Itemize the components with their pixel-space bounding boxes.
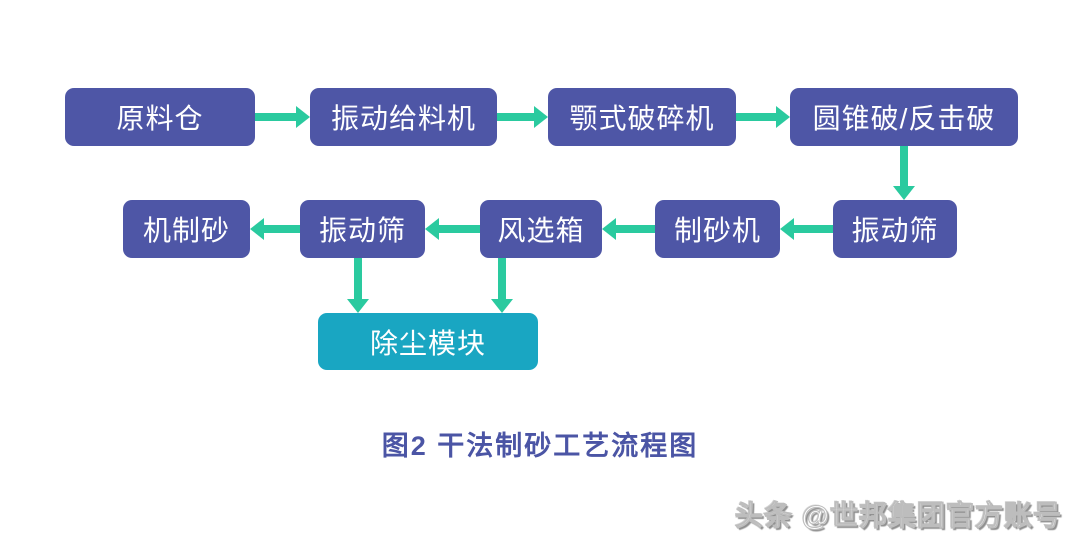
arrow-stem — [497, 113, 536, 121]
arrow-left-icon — [602, 218, 655, 240]
node-cone-impact-crusher: 圆锥破/反击破 — [790, 88, 1018, 146]
node-vibrating-screen-right: 振动筛 — [833, 200, 957, 258]
figure-caption: 图2 干法制砂工艺流程图 — [381, 431, 699, 461]
arrow-head — [780, 218, 794, 240]
node-vibrating-screen-left: 振动筛 — [300, 200, 425, 258]
arrow-stem — [614, 225, 655, 233]
arrow-stem — [498, 258, 506, 301]
arrow-head — [347, 299, 369, 313]
arrow-stem — [255, 113, 298, 121]
arrow-stem — [262, 225, 300, 233]
arrow-left-icon — [780, 218, 833, 240]
arrow-head — [602, 218, 616, 240]
arrow-left-icon — [425, 218, 480, 240]
arrow-down-icon — [893, 146, 915, 200]
node-dust-removal-module: 除尘模块 — [318, 313, 538, 370]
arrow-right-icon — [497, 106, 548, 128]
arrow-right-icon — [255, 106, 310, 128]
node-vibrating-feeder: 振动给料机 — [310, 88, 497, 146]
arrow-head — [534, 106, 548, 128]
arrow-head — [250, 218, 264, 240]
arrow-head — [776, 106, 790, 128]
node-jaw-crusher: 颚式破碎机 — [548, 88, 736, 146]
arrow-left-icon — [250, 218, 300, 240]
arrow-right-icon — [736, 106, 790, 128]
arrow-stem — [900, 146, 908, 188]
arrow-head — [893, 186, 915, 200]
node-air-classifier-box: 风选箱 — [480, 200, 602, 258]
arrow-head — [296, 106, 310, 128]
arrow-down-icon — [491, 258, 513, 313]
node-raw-material-silo: 原料仓 — [65, 88, 255, 146]
arrow-stem — [792, 225, 833, 233]
arrow-head — [491, 299, 513, 313]
arrow-stem — [354, 258, 362, 301]
watermark-text: 头条 @世邦集团官方账号 — [734, 500, 1062, 532]
arrow-stem — [736, 113, 778, 121]
node-machine-made-sand: 机制砂 — [123, 200, 250, 258]
arrow-head — [425, 218, 439, 240]
arrow-down-icon — [347, 258, 369, 313]
arrow-stem — [437, 225, 480, 233]
node-sand-making-machine: 制砂机 — [655, 200, 780, 258]
